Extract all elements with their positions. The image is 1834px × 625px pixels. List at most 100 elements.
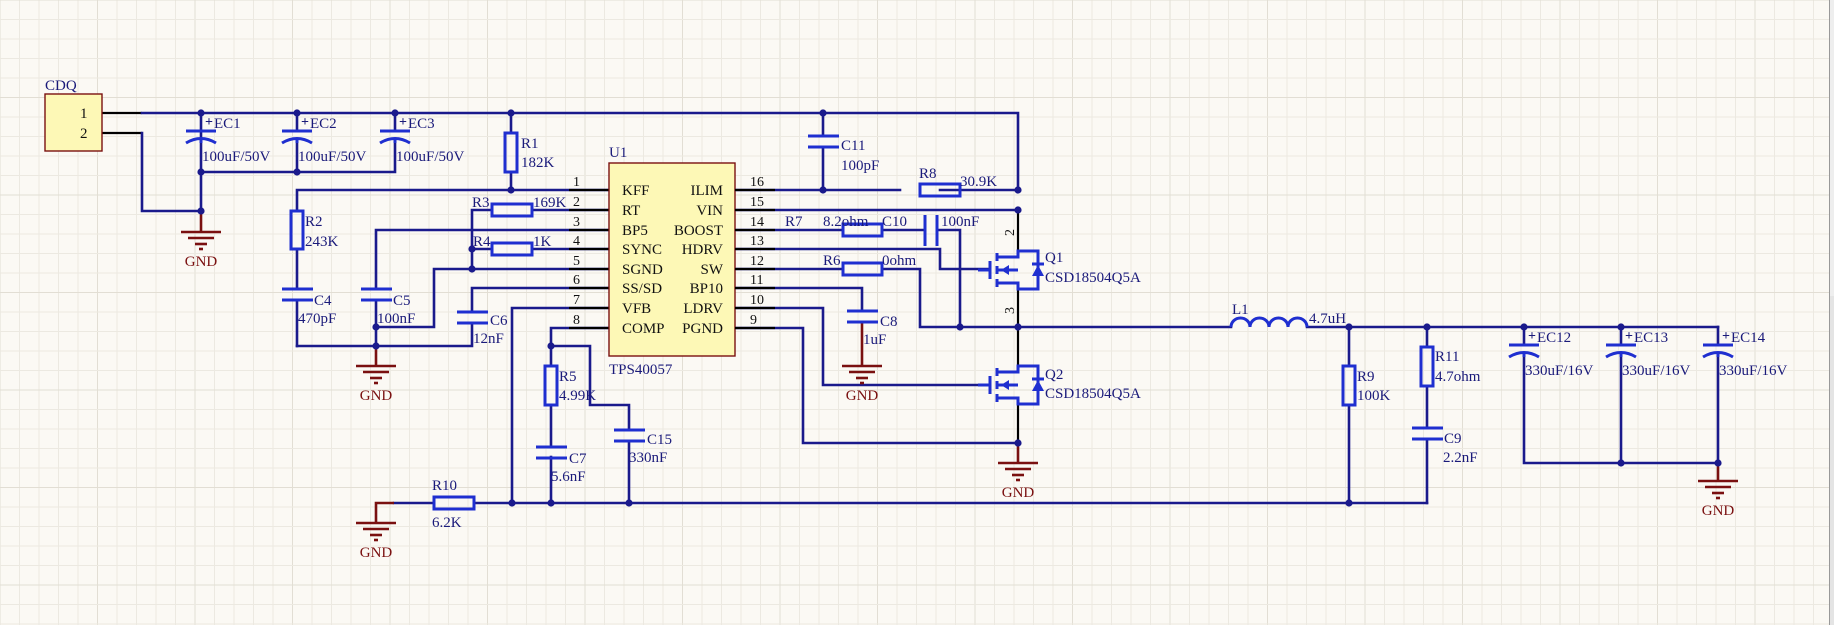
c11-ref: C11 bbox=[841, 138, 865, 154]
junction-dot bbox=[1014, 186, 1022, 194]
capacitor-c10[interactable]: C10 100nF bbox=[882, 214, 979, 246]
q2-ref: Q2 bbox=[1045, 367, 1063, 383]
cap-ref: EC3 bbox=[408, 116, 435, 132]
ground-label: GND bbox=[846, 388, 879, 404]
output-capacitors: +EC12330uF/16V+EC13330uF/16V+EC14330uF/1… bbox=[1508, 329, 1788, 379]
ic-pin-name: KFF bbox=[622, 183, 650, 199]
capacitor-c7[interactable]: C7 5.6nF bbox=[536, 445, 587, 485]
junction-dot bbox=[197, 207, 205, 215]
resistor-r5[interactable]: R5 4.99K bbox=[543, 364, 596, 407]
resistor-r4[interactable]: R4 1K bbox=[473, 234, 552, 257]
capacitor-c9[interactable]: C9 2.2nF bbox=[1412, 426, 1478, 466]
cap-ref: EC13 bbox=[1634, 330, 1668, 346]
junction-dot bbox=[547, 342, 555, 350]
ground-label: GND bbox=[360, 388, 393, 404]
ic-pin-name: LDRV bbox=[683, 301, 723, 317]
r5-value: 4.99K bbox=[559, 388, 596, 404]
capacitor-c5[interactable]: C5 100nF bbox=[361, 287, 415, 327]
mosfet-q2[interactable]: Q2 CSD18504Q5A bbox=[978, 364, 1141, 406]
junction-dot bbox=[372, 323, 380, 331]
junction-dot bbox=[1617, 323, 1625, 331]
connector-ref: CDQ bbox=[45, 78, 77, 94]
capacitor-c15[interactable]: C15 330nF bbox=[614, 428, 672, 466]
resistor-r8[interactable]: R8 30.9K bbox=[918, 166, 997, 198]
resistor-r7[interactable]: R7 8.2ohm bbox=[785, 214, 884, 238]
ic-pin-name: SYNC bbox=[622, 242, 662, 258]
r8-body bbox=[918, 182, 962, 198]
cap-value: 100uF/50V bbox=[202, 149, 271, 165]
ic-pin-number: 13 bbox=[750, 234, 764, 249]
capacitors: C4 470pF C5 100nF C6 12nF C7 5.6nF C8 1u… bbox=[282, 134, 1478, 485]
c4-ref: C4 bbox=[314, 293, 332, 309]
junction-dot bbox=[819, 186, 827, 194]
ic-pin-number: 1 bbox=[573, 175, 580, 190]
junction-dot bbox=[1014, 323, 1022, 331]
inductor-coil bbox=[1229, 316, 1309, 328]
ic-pin-number: 15 bbox=[750, 195, 764, 210]
r7-body bbox=[841, 222, 884, 238]
ic-part: TPS40057 bbox=[609, 362, 673, 378]
ic-u1[interactable]: U1 TPS40057 1KFF2RT3BP54SYNC5SGND6SS/SD7… bbox=[573, 145, 775, 378]
c4-value: 470pF bbox=[298, 311, 336, 327]
c8-ref: C8 bbox=[880, 314, 898, 330]
r2-body bbox=[289, 209, 305, 251]
ic-pin-name: SS/SD bbox=[622, 281, 662, 297]
capacitor-c11[interactable]: C11 100pF bbox=[808, 134, 879, 174]
junction-dot bbox=[372, 342, 380, 350]
c5-ref: C5 bbox=[393, 293, 411, 309]
resistor-r10[interactable]: R10 6.2K bbox=[432, 478, 476, 531]
q2-part: CSD18504Q5A bbox=[1045, 386, 1141, 402]
c8-value: 1uF bbox=[863, 332, 886, 348]
r10-ref: R10 bbox=[432, 478, 457, 494]
mosfet-q1[interactable]: 2 3 Q1 CSD18504Q5A bbox=[978, 229, 1141, 314]
ic-pin-number: 12 bbox=[750, 254, 764, 269]
ic-ref: U1 bbox=[609, 145, 627, 161]
capacitor-c8[interactable]: C8 1uF bbox=[847, 309, 898, 348]
connector-pin-1: 1 bbox=[80, 106, 88, 122]
resistor-r2[interactable]: R2 243K bbox=[289, 209, 339, 251]
ground-symbol: GND bbox=[998, 461, 1038, 501]
r7-ref: R7 bbox=[785, 214, 803, 230]
junction-dot bbox=[625, 499, 633, 507]
q1-pin-source: 3 bbox=[1003, 307, 1018, 314]
connector-cdq[interactable]: CDQ 1 2 bbox=[44, 78, 103, 152]
junctions bbox=[197, 109, 1722, 507]
cap-value: 100uF/50V bbox=[298, 149, 367, 165]
resistor-r3[interactable]: R3 169K bbox=[472, 195, 567, 218]
ic-body bbox=[608, 162, 736, 357]
ic-pin-name: BP10 bbox=[690, 281, 723, 297]
scrollbar-thumb[interactable] bbox=[1830, 296, 1834, 625]
junction-dot bbox=[468, 265, 476, 273]
resistor-r9[interactable]: R9 100K bbox=[1341, 364, 1391, 407]
capacitor-c4[interactable]: C4 470pF bbox=[282, 287, 336, 327]
ground-symbol: GND bbox=[181, 230, 221, 270]
vertical-scrollbar[interactable] bbox=[1829, 0, 1834, 625]
resistor-r11[interactable]: R11 4.7ohm bbox=[1419, 345, 1481, 388]
r9-value: 100K bbox=[1357, 388, 1391, 404]
resistor-r6[interactable]: R6 0ohm bbox=[823, 253, 917, 277]
junction-dot bbox=[547, 499, 555, 507]
r9-body bbox=[1341, 364, 1357, 407]
inductor-l1[interactable]: L1 4.7uH bbox=[1229, 302, 1346, 328]
ic-pin-number: 7 bbox=[573, 293, 580, 308]
r7-value: 8.2ohm bbox=[823, 214, 869, 230]
capacitor-c6[interactable]: C6 12nF bbox=[457, 310, 508, 347]
resistor-r1[interactable]: R1 182K bbox=[503, 131, 555, 174]
cap-ref: EC2 bbox=[310, 116, 337, 132]
junction-dot bbox=[1714, 459, 1722, 467]
junction-dot bbox=[197, 168, 205, 176]
ic-pin-number: 8 bbox=[573, 313, 580, 328]
r6-value: 0ohm bbox=[882, 253, 917, 269]
plus-icon: + bbox=[399, 115, 407, 130]
r11-ref: R11 bbox=[1435, 349, 1459, 365]
r1-body bbox=[503, 131, 519, 174]
ground-label: GND bbox=[185, 254, 218, 270]
ic-pin-name: PGND bbox=[682, 321, 723, 337]
